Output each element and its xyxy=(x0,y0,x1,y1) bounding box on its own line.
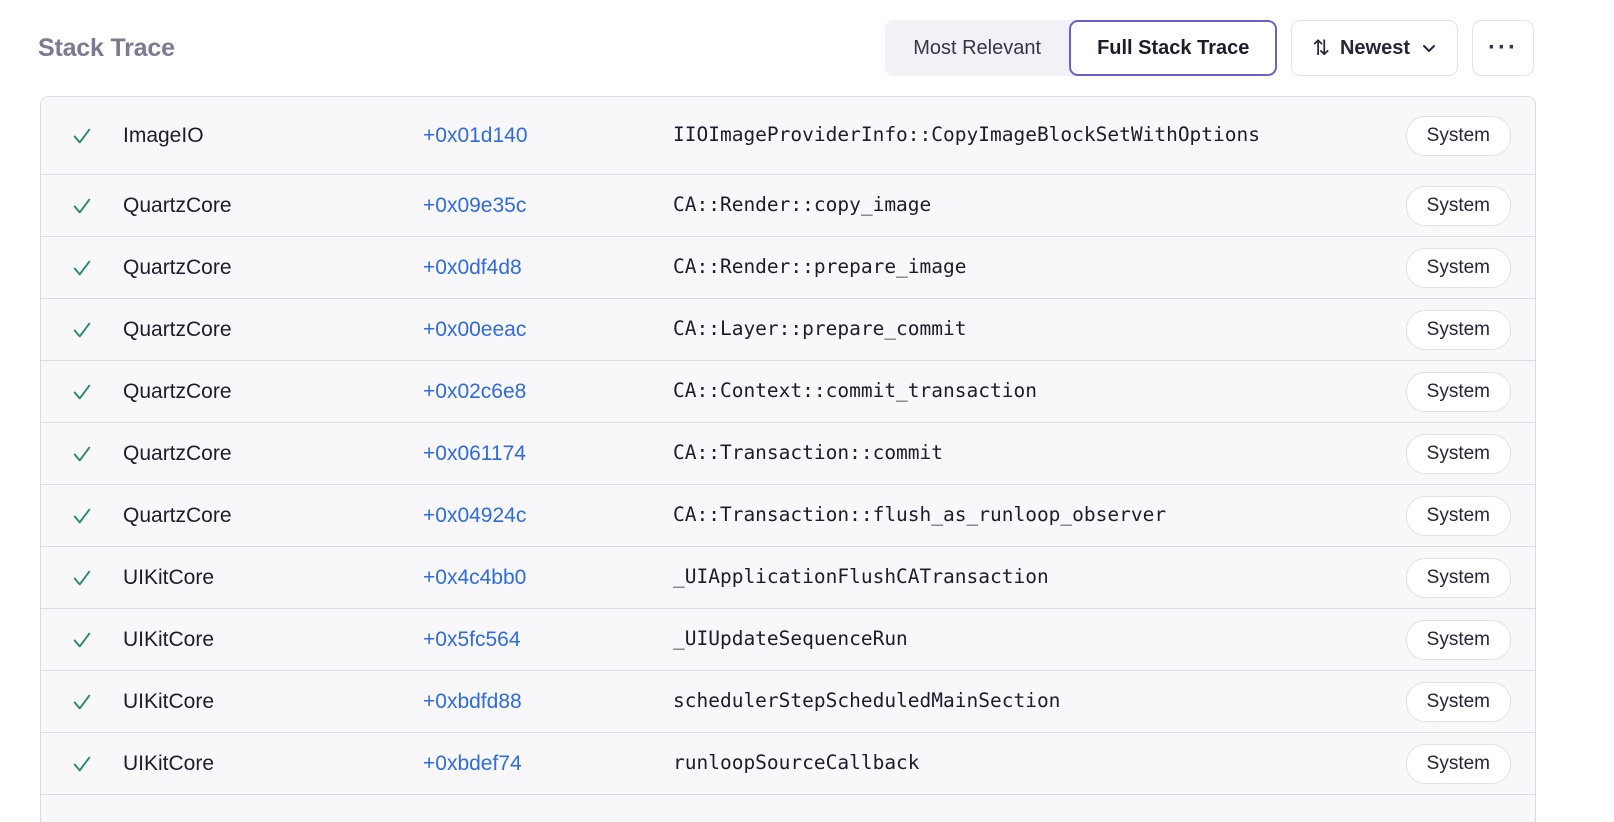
row-package: UIKitCore xyxy=(123,565,215,589)
panel-header: Stack Trace Most Relevant Full Stack Tra… xyxy=(0,0,1614,96)
row-tag: System xyxy=(1405,309,1511,350)
row-address-link[interactable]: +0xbdfd88 xyxy=(423,689,522,713)
status-badge: System xyxy=(1405,495,1511,536)
row-package: UIKitCore xyxy=(123,689,215,713)
row-status-check-icon xyxy=(71,381,123,403)
stack-trace-view-segmented-control[interactable]: Most Relevant Full Stack Trace xyxy=(885,20,1278,76)
row-tag: System xyxy=(1405,743,1511,784)
sort-arrows-icon: ⇅ xyxy=(1312,36,1330,60)
row-tag: System xyxy=(1405,495,1511,536)
status-badge: System xyxy=(1405,185,1511,226)
header-actions: Most Relevant Full Stack Trace ⇅ Newest … xyxy=(885,20,1534,76)
row-status-check-icon xyxy=(71,505,123,527)
row-status-check-icon xyxy=(71,691,123,713)
row-package: QuartzCore xyxy=(123,503,232,527)
page-title: Stack Trace xyxy=(38,33,175,62)
row-function: CA::Transaction::flush_as_runloop_observ… xyxy=(673,503,1167,527)
status-badge: System xyxy=(1405,619,1511,660)
row-function: CA::Render::copy_image xyxy=(673,193,932,217)
table-row[interactable]: QuartzCore +0x0df4d8 CA::Render::prepare_i… xyxy=(41,237,1535,299)
row-address-link[interactable]: +0x04924c xyxy=(423,503,527,527)
row-function: CA::Layer::prepare_commit xyxy=(673,317,967,341)
row-function: _UIUpdateSequenceRun xyxy=(673,627,908,651)
row-tag: System xyxy=(1405,247,1511,288)
sort-button[interactable]: ⇅ Newest xyxy=(1291,20,1458,76)
row-function: CA::Transaction::commit xyxy=(673,441,944,465)
row-address-link[interactable]: +0xbdef74 xyxy=(423,751,522,775)
row-function: schedulerStepScheduledMainSection xyxy=(673,689,1061,713)
chevron-down-icon xyxy=(1421,40,1437,56)
row-package: UIKitCore xyxy=(123,627,215,651)
row-tag: System xyxy=(1405,619,1511,660)
row-address-link[interactable]: +0x02c6e8 xyxy=(423,379,527,403)
row-package: QuartzCore xyxy=(123,317,232,341)
row-status-check-icon xyxy=(71,319,123,341)
status-badge: System xyxy=(1405,681,1511,722)
table-row[interactable]: QuartzCore +0x00eeac CA::Layer::prepare_co… xyxy=(41,299,1535,361)
row-function: CA::Render::prepare_image xyxy=(673,255,967,279)
table-row[interactable]: QuartzCore +0x061174 CA::Transaction::comm… xyxy=(41,423,1535,485)
row-tag: System xyxy=(1405,371,1511,412)
table-row[interactable]: UIKitCore +0x4c4bb0 _UIApplicationFlushCAT… xyxy=(41,547,1535,609)
status-badge: System xyxy=(1405,309,1511,350)
row-address-link[interactable]: +0x01d140 xyxy=(423,123,528,147)
segment-most-relevant[interactable]: Most Relevant xyxy=(913,36,1042,59)
row-function: CA::Context::commit_transaction xyxy=(673,379,1037,403)
row-tag: System xyxy=(1405,185,1511,226)
row-status-check-icon xyxy=(71,629,123,651)
row-address-link[interactable]: +0x5fc564 xyxy=(423,627,521,651)
status-badge: System xyxy=(1405,433,1511,474)
status-badge: System xyxy=(1405,743,1511,784)
ellipsis-icon: ··· xyxy=(1488,33,1518,61)
stack-trace-list: ImageIO +0x01d140 IIOImageProviderInfo::Co… xyxy=(40,96,1536,822)
row-function: IIOImageProviderInfo::CopyImageBlockSetW… xyxy=(673,123,1260,147)
row-tag: System xyxy=(1405,115,1511,156)
status-badge: System xyxy=(1405,371,1511,412)
row-function: runloopSourceCallback xyxy=(673,751,920,775)
table-row[interactable]: QuartzCore +0x04924c CA::Transaction::flus… xyxy=(41,485,1535,547)
row-status-check-icon xyxy=(71,567,123,589)
row-address-link[interactable]: +0x0df4d8 xyxy=(423,255,522,279)
row-status-check-icon xyxy=(71,125,123,147)
status-badge: System xyxy=(1405,557,1511,598)
row-address-link[interactable]: +0x4c4bb0 xyxy=(423,565,527,589)
row-status-check-icon xyxy=(71,753,123,775)
table-row[interactable]: QuartzCore +0x09e35c CA::Render::copy_imag… xyxy=(41,175,1535,237)
overflow-menu-button[interactable]: ··· xyxy=(1472,20,1534,76)
row-function: _UIApplicationFlushCATransaction xyxy=(673,565,1049,589)
table-row[interactable]: UIKitCore +0xbdef74 runloopSourceCallback S… xyxy=(41,733,1535,795)
table-row[interactable]: QuartzCore +0x02c6e8 CA::Context::commit_t… xyxy=(41,361,1535,423)
row-package: QuartzCore xyxy=(123,255,232,279)
status-badge: System xyxy=(1405,247,1511,288)
row-status-check-icon xyxy=(71,195,123,217)
row-tag: System xyxy=(1405,681,1511,722)
row-package: ImageIO xyxy=(123,123,204,147)
row-tag: System xyxy=(1405,557,1511,598)
segment-full-stack-trace[interactable]: Full Stack Trace xyxy=(1069,20,1278,76)
row-package: QuartzCore xyxy=(123,193,232,217)
table-row[interactable]: UIKitCore +0x5fc564 _UIUpdateSequenceRun Sy… xyxy=(41,609,1535,671)
row-address-link[interactable]: +0x09e35c xyxy=(423,193,527,217)
row-tag: System xyxy=(1405,433,1511,474)
status-badge: System xyxy=(1405,115,1511,156)
row-address-link[interactable]: +0x00eeac xyxy=(423,317,527,341)
row-package: QuartzCore xyxy=(123,379,232,403)
row-status-check-icon xyxy=(71,257,123,279)
table-row[interactable]: UIKitCore +0xbdfd88 schedulerStepScheduled… xyxy=(41,671,1535,733)
table-row[interactable]: ImageIO +0x01d140 IIOImageProviderInfo::Co… xyxy=(41,97,1535,175)
row-status-check-icon xyxy=(71,443,123,465)
row-address-link[interactable]: +0x061174 xyxy=(423,441,526,465)
row-package: QuartzCore xyxy=(123,441,232,465)
row-package: UIKitCore xyxy=(123,751,215,775)
sort-button-label: Newest xyxy=(1339,36,1410,59)
